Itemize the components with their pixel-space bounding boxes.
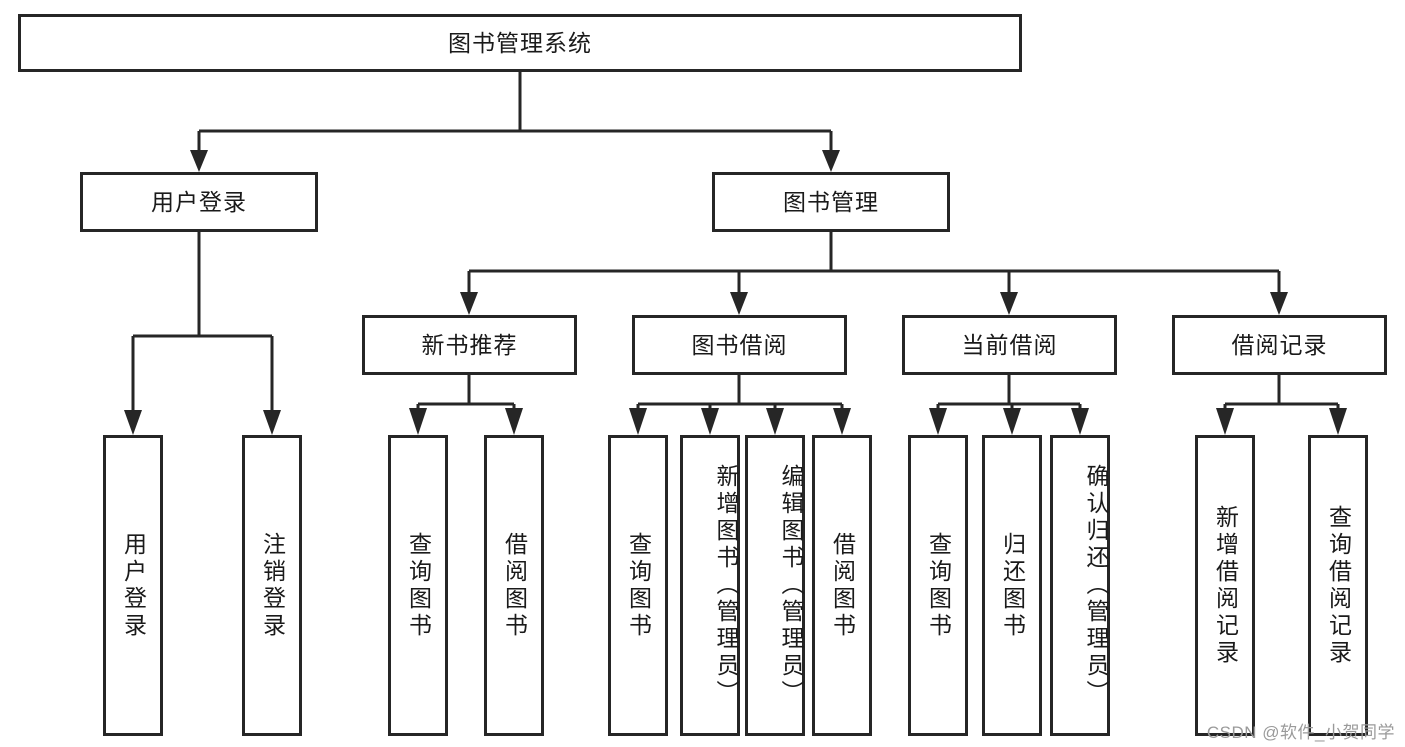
arrow-records-leaf1 bbox=[1216, 408, 1234, 435]
node-label: 注销登录 bbox=[259, 531, 286, 640]
leaf-query-book-current[interactable]: 查询图书 bbox=[908, 435, 968, 736]
leaf-query-borrow-record[interactable]: 查询借阅记录 bbox=[1308, 435, 1368, 736]
arrow-borrow-leaf2 bbox=[701, 408, 719, 435]
node-label: 归还图书 bbox=[999, 531, 1026, 640]
arrow-current-leaf2 bbox=[1003, 408, 1021, 435]
node-label: 新增图书（管理员） bbox=[713, 464, 739, 707]
node-label: 新书推荐 bbox=[421, 331, 518, 358]
leaf-add-borrow-record[interactable]: 新增借阅记录 bbox=[1195, 435, 1255, 736]
node-label: 查询借阅记录 bbox=[1325, 504, 1352, 667]
node-label: 查询图书 bbox=[625, 531, 652, 640]
node-user-login[interactable]: 用户登录 bbox=[80, 172, 318, 232]
arrow-to-user-login bbox=[190, 150, 208, 172]
arrow-to-current bbox=[1000, 292, 1018, 315]
arrow-to-records bbox=[1270, 292, 1288, 315]
node-label: 新增借阅记录 bbox=[1212, 504, 1239, 667]
leaf-borrow-book[interactable]: 借阅图书 bbox=[812, 435, 872, 736]
node-label: 查询图书 bbox=[405, 531, 432, 640]
arrow-to-new-book bbox=[460, 292, 478, 315]
arrow-newbook-leaf1 bbox=[409, 408, 427, 435]
arrow-borrow-leaf3 bbox=[766, 408, 784, 435]
arrow-records-leaf2 bbox=[1329, 408, 1347, 435]
node-label: 查询图书 bbox=[925, 531, 952, 640]
leaf-add-book-admin[interactable]: 新增图书（管理员） bbox=[680, 435, 740, 736]
arrow-borrow-leaf4 bbox=[833, 408, 851, 435]
node-book-borrow[interactable]: 图书借阅 bbox=[632, 315, 847, 375]
node-label: 当前借阅 bbox=[961, 331, 1058, 358]
arrow-userlogin-leaf1 bbox=[124, 410, 142, 435]
leaf-query-book-newbook[interactable]: 查询图书 bbox=[388, 435, 448, 736]
node-label: 借阅图书 bbox=[829, 531, 856, 640]
leaf-confirm-return-admin[interactable]: 确认归还（管理员） bbox=[1050, 435, 1110, 736]
node-root-system[interactable]: 图书管理系统 bbox=[18, 14, 1022, 72]
leaf-return-book[interactable]: 归还图书 bbox=[982, 435, 1042, 736]
node-label: 图书管理系统 bbox=[448, 29, 592, 56]
node-label: 借阅记录 bbox=[1231, 331, 1328, 358]
node-new-book-recommend[interactable]: 新书推荐 bbox=[362, 315, 577, 375]
node-label: 编辑图书（管理员） bbox=[778, 464, 804, 707]
arrow-to-borrow bbox=[730, 292, 748, 315]
node-current-borrow[interactable]: 当前借阅 bbox=[902, 315, 1117, 375]
leaf-query-book-borrow[interactable]: 查询图书 bbox=[608, 435, 668, 736]
arrow-current-leaf1 bbox=[929, 408, 947, 435]
arrow-current-leaf3 bbox=[1071, 408, 1089, 435]
node-label: 借阅图书 bbox=[501, 531, 528, 640]
node-label: 图书借阅 bbox=[691, 331, 788, 358]
node-label: 用户登录 bbox=[151, 188, 247, 215]
watermark: CSDN @软件_小贺同学 bbox=[1206, 723, 1395, 742]
leaf-borrow-book-newbook[interactable]: 借阅图书 bbox=[484, 435, 544, 736]
arrow-userlogin-leaf2 bbox=[263, 410, 281, 435]
leaf-user-login[interactable]: 用户登录 bbox=[103, 435, 163, 736]
leaf-logout[interactable]: 注销登录 bbox=[242, 435, 302, 736]
node-label: 确认归还（管理员） bbox=[1083, 464, 1109, 707]
node-label: 用户登录 bbox=[120, 531, 147, 640]
node-label: 图书管理 bbox=[783, 188, 879, 215]
arrow-newbook-leaf2 bbox=[505, 408, 523, 435]
leaf-edit-book-admin[interactable]: 编辑图书（管理员） bbox=[745, 435, 805, 736]
node-borrow-records[interactable]: 借阅记录 bbox=[1172, 315, 1387, 375]
node-book-management[interactable]: 图书管理 bbox=[712, 172, 950, 232]
arrow-borrow-leaf1 bbox=[629, 408, 647, 435]
arrow-to-book-mgmt bbox=[822, 150, 840, 172]
